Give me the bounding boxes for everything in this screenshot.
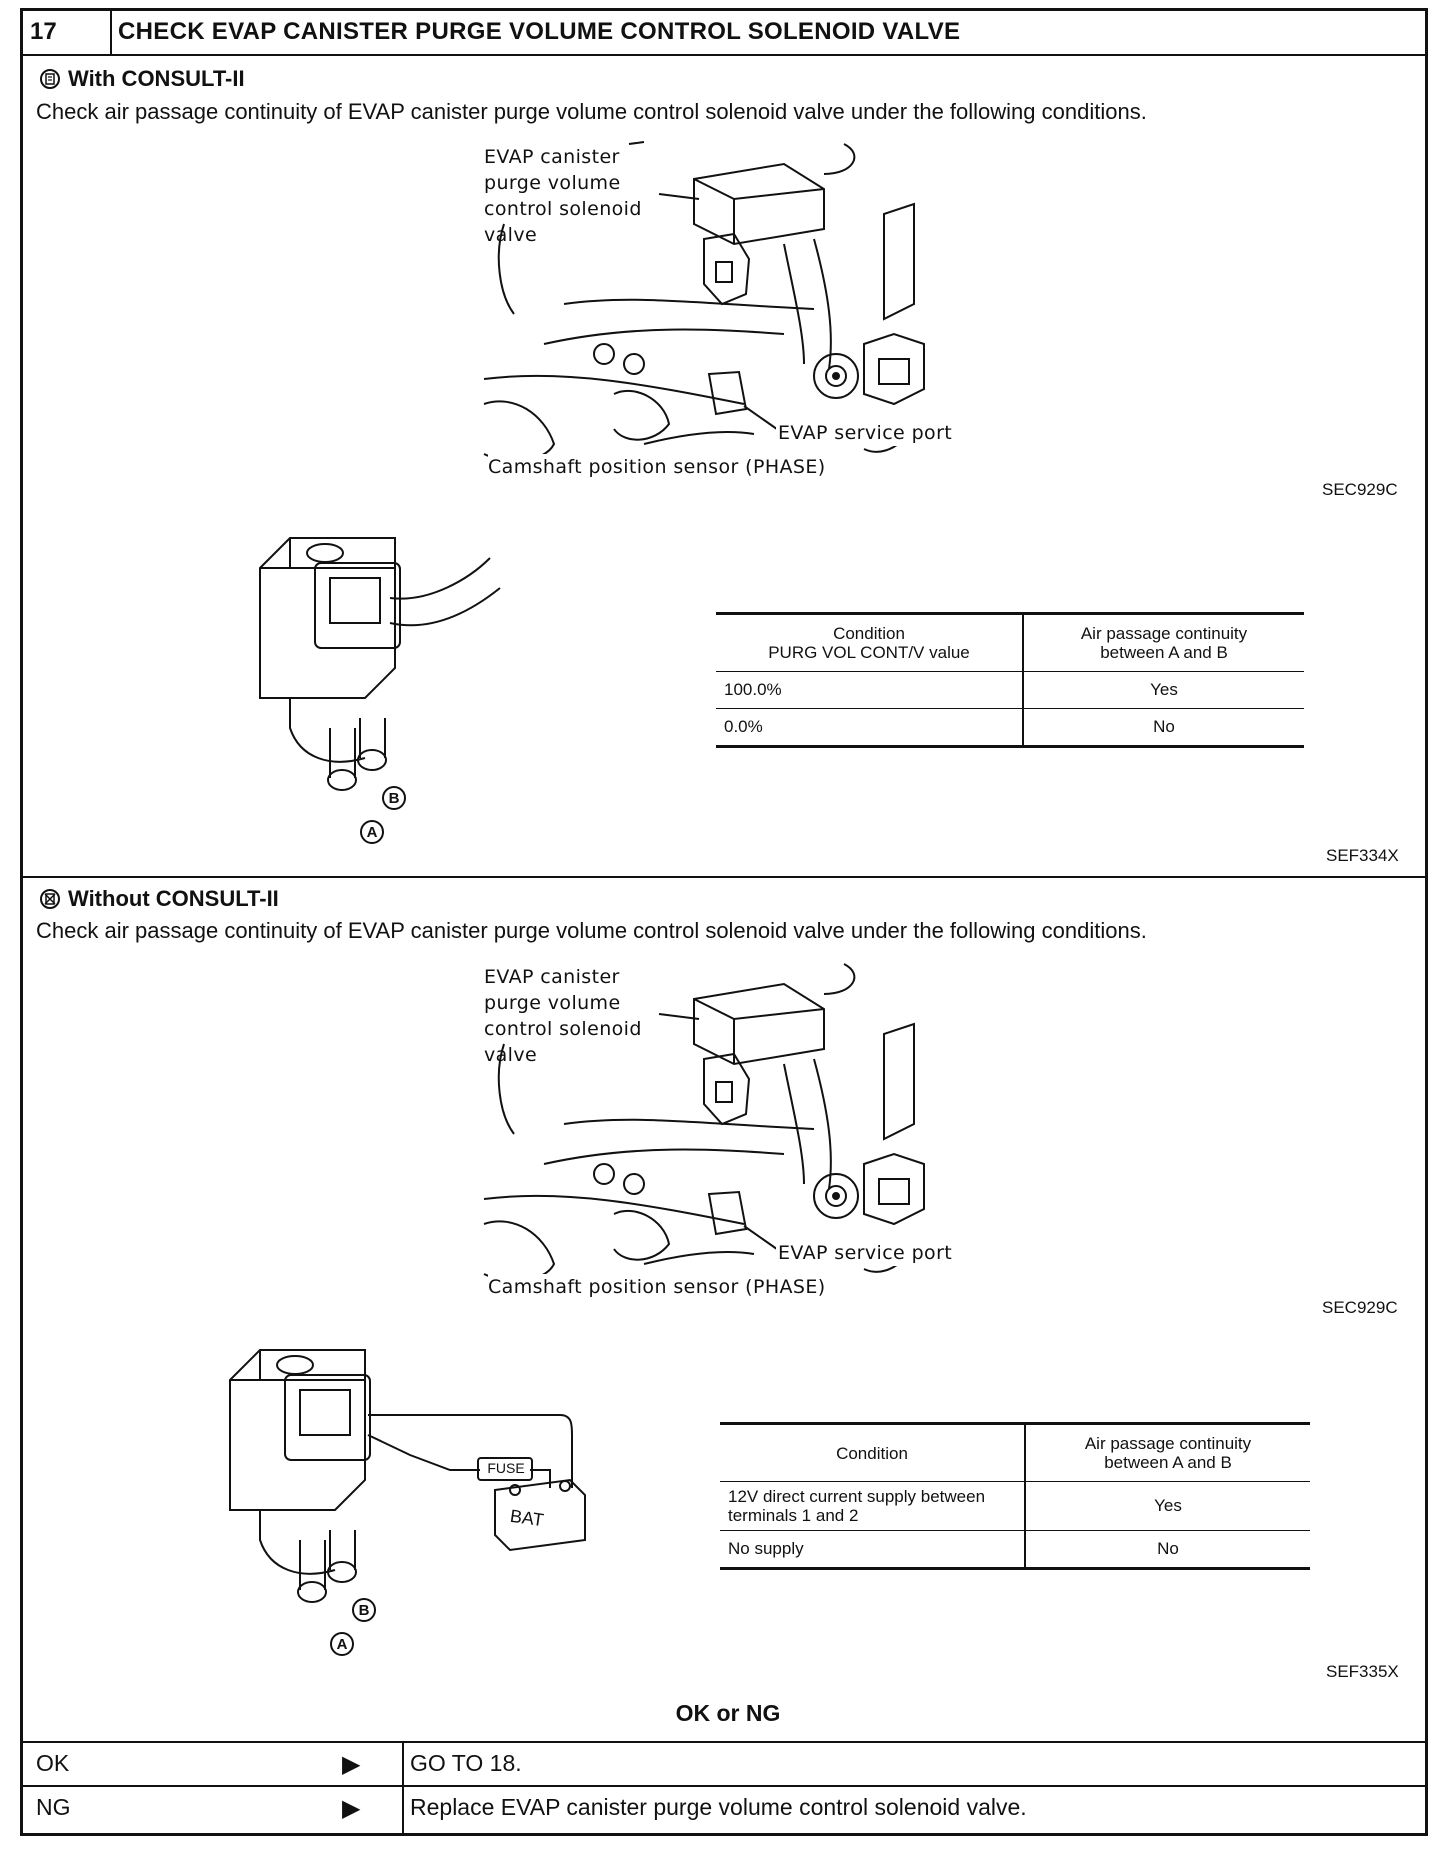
consult-condition-table: Condition PURG VOL CONT/V value Air pass… xyxy=(716,612,1304,748)
result-column-divider xyxy=(402,1741,404,1836)
valve-callout-line-1: EVAP canister xyxy=(484,146,620,168)
with-consult-instruction: Check air passage continuity of EVAP can… xyxy=(36,99,1147,124)
without-consult-heading: Without CONSULT-II xyxy=(40,886,279,912)
condition-line-2: terminals 1 and 2 xyxy=(728,1506,859,1525)
table-cell-result: No xyxy=(1157,1539,1179,1558)
table-cell-condition: No supply xyxy=(720,1530,1026,1569)
result-row-divider xyxy=(20,1785,1428,1787)
header-continuity-line-1: Air passage continuity xyxy=(1084,1434,1252,1453)
valve-callout-line-4: valve xyxy=(484,224,538,246)
ok-or-ng-prompt: OK or NG xyxy=(675,1700,781,1726)
no-consult-condition-table: Condition Air passage continuity between… xyxy=(720,1422,1310,1570)
valve-callout-line-3: control solenoid xyxy=(484,198,642,220)
table-row: 100.0% Yes xyxy=(716,671,1304,709)
step-number: 17 xyxy=(30,18,57,45)
consult-off-icon xyxy=(40,889,60,909)
cam-sensor-callout: Camshaft position sensor (PHASE) xyxy=(488,1274,826,1300)
arrow-right-icon: ▶ xyxy=(342,1795,361,1822)
section-divider xyxy=(20,876,1428,878)
header-condition-line-2: PURG VOL CONT/V value xyxy=(768,643,970,662)
figure-code: SEC929C xyxy=(1322,1298,1398,1317)
header-continuity-line-2: between A and B xyxy=(1100,643,1228,662)
engine-bay-figure: EVAP canister purge volume control solen… xyxy=(483,963,984,1304)
table-header-row: Condition Air passage continuity between… xyxy=(720,1423,1310,1482)
result-top-divider xyxy=(20,1741,1428,1743)
valve-callout: EVAP canister purge volume control solen… xyxy=(484,144,642,248)
figure-code: SEF335X xyxy=(1326,1662,1399,1681)
table-cell-condition: 12V direct current supply between termin… xyxy=(720,1481,1026,1531)
table-cell-result: No xyxy=(1153,717,1175,736)
table-header-condition: Condition PURG VOL CONT/V value xyxy=(716,613,1024,672)
without-consult-instruction: Check air passage continuity of EVAP can… xyxy=(36,918,1147,943)
table-cell-result: Yes xyxy=(1023,671,1304,709)
consult-on-icon xyxy=(40,69,60,89)
cam-sensor-callout: Camshaft position sensor (PHASE) xyxy=(488,454,826,480)
figure-code: SEF334X xyxy=(1326,846,1399,865)
table-header-continuity: Air passage continuity between A and B xyxy=(1025,1423,1310,1482)
without-consult-heading-text: Without CONSULT-II xyxy=(68,886,279,911)
battery-label: BAT xyxy=(508,1505,545,1531)
header-continuity-line-2: between A and B xyxy=(1104,1453,1232,1472)
solenoid-valve-drawing xyxy=(259,537,501,791)
solenoid-valve-battery-drawing xyxy=(229,1349,586,1603)
valve-callout: EVAP canister purge volume control solen… xyxy=(484,964,642,1068)
engine-bay-drawing xyxy=(483,141,925,462)
result-action-ok: GO TO 18. xyxy=(410,1750,522,1776)
table-header-continuity: Air passage continuity between A and B xyxy=(1023,613,1304,672)
fuse-label: FUSE xyxy=(487,1460,525,1476)
result-action-ng: Replace EVAP canister purge volume contr… xyxy=(410,1794,1027,1820)
with-consult-heading-text: With CONSULT-II xyxy=(68,66,245,91)
service-port-callout: EVAP service port xyxy=(776,420,955,446)
step-number-divider xyxy=(110,8,112,54)
valve-callout-line-2: purge volume xyxy=(484,992,621,1014)
port-a-label: A xyxy=(330,1632,354,1656)
figure-code: SEC929C xyxy=(1322,480,1398,499)
port-b-label: B xyxy=(382,786,406,810)
valve-callout-line-4: valve xyxy=(484,1044,538,1066)
valve-callout-line-3: control solenoid xyxy=(484,1018,642,1040)
port-b-label: B xyxy=(352,1598,376,1622)
step-title: CHECK EVAP CANISTER PURGE VOLUME CONTROL… xyxy=(118,18,961,45)
with-consult-heading: With CONSULT-II xyxy=(40,66,245,92)
solenoid-valve-figure: B A xyxy=(250,528,510,858)
result-label-ok: OK xyxy=(36,1750,70,1776)
solenoid-valve-battery-figure: FUSE BAT B A xyxy=(220,1340,600,1670)
valve-callout-line-1: EVAP canister xyxy=(484,966,620,988)
table-cell-condition: 0.0% xyxy=(716,708,1024,747)
procedure-frame xyxy=(20,8,1428,1836)
service-port-callout: EVAP service port xyxy=(776,1240,955,1266)
condition-line-1: 12V direct current supply between xyxy=(728,1487,986,1506)
table-cell-result: Yes xyxy=(1025,1481,1310,1531)
engine-bay-figure: EVAP canister purge volume control solen… xyxy=(483,141,984,484)
title-divider xyxy=(20,54,1428,56)
header-continuity-line-1: Air passage continuity xyxy=(1080,624,1248,643)
valve-callout-line-2: purge volume xyxy=(484,172,621,194)
arrow-right-icon: ▶ xyxy=(342,1751,361,1778)
table-header-row: Condition PURG VOL CONT/V value Air pass… xyxy=(716,613,1304,672)
table-row: No supply No xyxy=(720,1530,1310,1569)
table-cell-condition: 100.0% xyxy=(716,671,1024,709)
table-row: 12V direct current supply between termin… xyxy=(720,1481,1310,1531)
result-label-ng: NG xyxy=(36,1794,71,1820)
table-header-condition: Condition xyxy=(720,1423,1026,1482)
header-condition-line-1: Condition xyxy=(833,624,905,643)
table-row: 0.0% No xyxy=(716,708,1304,747)
port-a-label: A xyxy=(360,820,384,844)
